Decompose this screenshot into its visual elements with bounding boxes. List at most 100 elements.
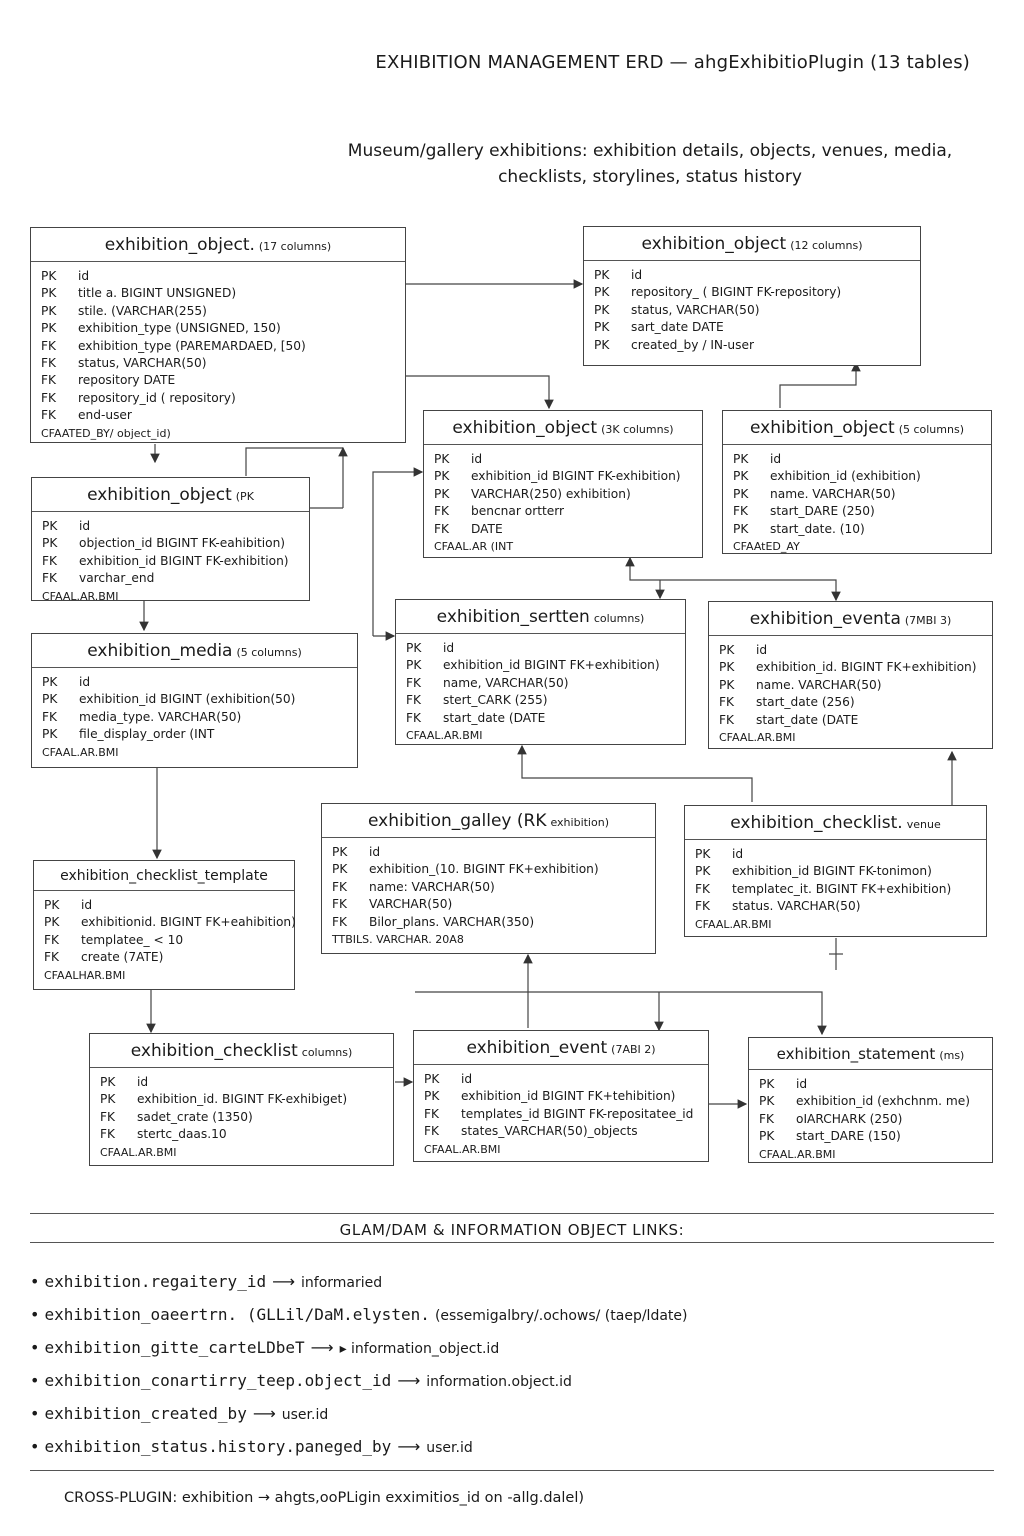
key-marker: FK — [719, 712, 735, 727]
table-header: exhibition_media(5 columns) — [32, 634, 357, 668]
diagram-title: EXHIBITION MANAGEMENT ERD — ahgExhibitio… — [375, 52, 970, 73]
column-row: PK id — [332, 844, 645, 861]
key-marker: PK — [424, 1089, 440, 1104]
table-header: exhibition_eventa(7MBI 3) — [709, 602, 992, 636]
link-source: exhibition_created_by — [44, 1404, 247, 1423]
key-marker: PK — [695, 864, 711, 879]
column-def: repository_ ( BIGINT FK-repository) — [631, 285, 842, 300]
column-def: file_display_order (INT — [79, 727, 215, 742]
link-source: exhibition_conartirry_teep.object_id — [44, 1371, 392, 1390]
column-def: exhibition_id BIGINT FK+tehibition) — [461, 1089, 676, 1104]
list-item: • exhibition_gitte_carteLDbeT⟶▸ informat… — [30, 1338, 500, 1357]
column-def: templates_id BIGINT FK-repositatee_id — [461, 1106, 694, 1121]
column-def: stile. (VARCHAR(255) — [78, 303, 207, 318]
key-marker: PK — [406, 658, 422, 673]
column-def: exhibition_id BIGINT FK-tonimon) — [732, 864, 932, 879]
column-def: title a. BIGINT UNSIGNED) — [78, 286, 237, 301]
key-marker: PK — [332, 845, 348, 859]
key-marker: FK — [424, 1124, 440, 1139]
column-def: sart_date DATE — [631, 320, 724, 335]
link-target: information.object.id — [426, 1374, 572, 1390]
table-name: exhibition_checklist. — [730, 813, 903, 833]
key-marker: PK — [44, 915, 60, 930]
column-def: exhibition_id. BIGINT FK+exhibition) — [756, 660, 977, 675]
key-marker: FK — [100, 1127, 116, 1142]
key-marker: PK — [594, 285, 610, 300]
key-marker: FK — [42, 709, 58, 724]
key-marker: PK — [719, 677, 735, 692]
column-def: created_by / IN-user — [631, 337, 755, 352]
column-def: start_date (256) — [756, 695, 855, 710]
key-marker: PK — [759, 1077, 775, 1091]
column-def: id — [79, 675, 91, 689]
arrow-icon: ⟶ — [397, 1437, 421, 1456]
list-item: • exhibition.regaitery_id⟶informaried — [30, 1272, 383, 1291]
arrow-icon: ⟶ — [272, 1272, 296, 1291]
column-def: status, VARCHAR(50) — [78, 356, 207, 371]
column-def: id — [369, 845, 381, 859]
table-name: exhibition_object — [87, 485, 232, 505]
column-def: id — [732, 847, 744, 861]
key-marker: PK — [406, 641, 422, 655]
list-item: • exhibition_oaeertrn. (GLLil/DaM.elyste… — [30, 1305, 688, 1324]
subtitle-line-2: checklists, storylines, status history — [498, 167, 802, 187]
table-name: exhibition_checklist_template — [60, 868, 268, 884]
key-marker: FK — [100, 1109, 116, 1124]
table-header: exhibition_statement(ms) — [749, 1038, 992, 1070]
table-footer: CFAAtED_AY — [733, 540, 800, 554]
table-header: exhibition_object(5 columns) — [723, 411, 991, 445]
section-divider — [30, 1213, 994, 1214]
key-marker: PK — [44, 898, 60, 912]
table-name: exhibition_object — [641, 234, 787, 254]
section-divider — [30, 1470, 994, 1471]
column-def: Bilor_plans. VARCHAR(350) — [369, 914, 535, 929]
column-def: templatec_it. BIGINT FK+exhibition) — [732, 881, 952, 896]
column-def: name, VARCHAR(50) — [443, 675, 569, 690]
rel-line — [415, 991, 827, 1036]
column-def: status. VARCHAR(50) — [732, 899, 861, 914]
table-footer: CFAAL.AR.BMI — [424, 1142, 501, 1156]
column-count: (3K columns) — [601, 423, 674, 436]
column-def: exhibition_id (exhchnm. me) — [796, 1094, 971, 1109]
column-def: id — [443, 641, 455, 655]
key-marker: PK — [41, 321, 57, 336]
table-footer: CFAAL.AR.BMI — [759, 1147, 836, 1161]
key-marker: PK — [733, 521, 749, 536]
key-marker: PK — [332, 862, 348, 877]
